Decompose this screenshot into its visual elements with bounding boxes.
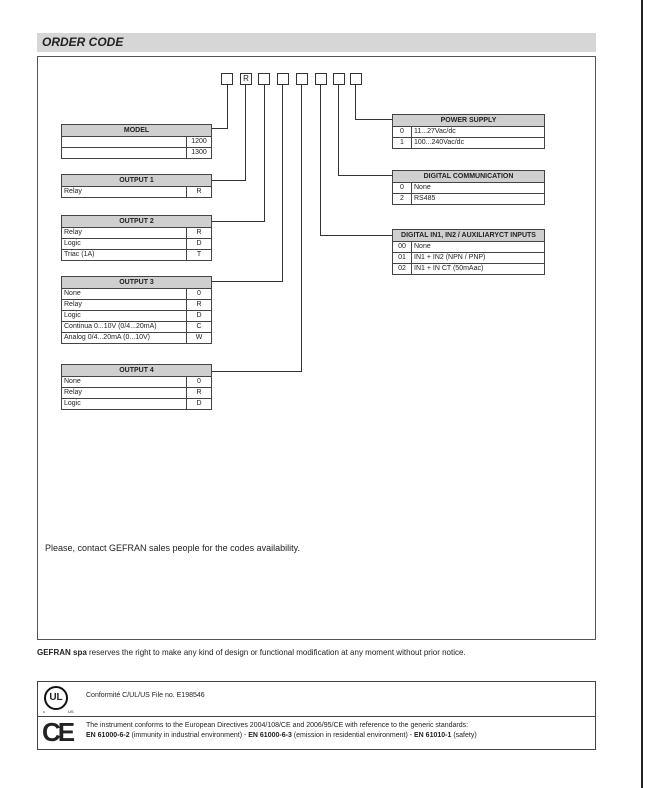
output2-title: OUTPUT 2 xyxy=(61,215,212,228)
certification-box: UL c US Conformité C/UL/US File no. E198… xyxy=(37,681,596,750)
ul-logo-icon: UL xyxy=(44,686,68,710)
ul-row: UL c US Conformité C/UL/US File no. E198… xyxy=(38,682,595,717)
output1-title: OUTPUT 1 xyxy=(61,174,212,187)
digital-inputs-title: DIGITAL IN1, IN2 / AUXILIARYCT INPUTS xyxy=(392,229,545,242)
table-row: Continua 0...10V (0/4...20mA)C xyxy=(61,321,212,333)
wire-output1-v xyxy=(245,85,246,181)
wire-comm-v xyxy=(338,85,339,176)
page-edge-rule xyxy=(641,0,643,788)
digital-inputs-table: DIGITAL IN1, IN2 / AUXILIARYCT INPUTS 00… xyxy=(392,229,545,275)
code-box-output3 xyxy=(277,73,289,85)
table-row: 1300 xyxy=(61,147,212,159)
ce-logo-icon: CE xyxy=(42,717,75,747)
code-box-power-supply xyxy=(350,73,362,85)
contact-note: Please, contact GEFRAN sales people for … xyxy=(45,543,300,553)
wire-output2-v xyxy=(264,85,265,222)
code-box-model xyxy=(221,73,233,85)
modification-notice: GEFRAN spa reserves the right to make an… xyxy=(37,648,466,657)
wire-comm-h xyxy=(338,175,392,176)
ul-file-text: Conformité C/UL/US File no. E198546 xyxy=(86,692,205,699)
wire-power-v xyxy=(355,85,356,120)
wire-output2-h xyxy=(212,221,265,222)
wire-output4-v xyxy=(301,85,302,372)
wire-output3-v xyxy=(282,85,283,282)
ce-standards-text: EN 61000-6-2 (immunity in industrial env… xyxy=(86,732,477,739)
wire-inputs-h xyxy=(320,235,392,236)
ce-directive-text: The instrument conforms to the European … xyxy=(86,722,469,729)
wire-output1-h xyxy=(212,180,246,181)
wire-output4-h xyxy=(212,371,302,372)
wire-model-h xyxy=(212,128,228,129)
order-code-frame xyxy=(37,56,596,640)
power-supply-title: POWER SUPPLY xyxy=(392,114,545,127)
code-box-output1: R xyxy=(240,73,252,85)
model-title: MODEL xyxy=(61,124,212,137)
table-row: 1200 xyxy=(61,136,212,148)
wire-output3-h xyxy=(212,281,283,282)
code-box-output2 xyxy=(258,73,270,85)
wire-model-v xyxy=(227,85,228,129)
notice-text: reserves the right to make any kind of d… xyxy=(86,648,466,657)
wire-power-h xyxy=(355,119,392,120)
table-row: Analog 0/4...20mA (0...10V)W xyxy=(61,332,212,344)
table-row: Triac (1A)T xyxy=(61,249,212,261)
digital-comm-title: DIGITAL COMMUNICATION xyxy=(392,170,545,183)
model-table: MODEL 1200 1300 xyxy=(61,124,212,159)
code-box-digital-inputs xyxy=(315,73,327,85)
ul-c-mark: c xyxy=(43,709,45,714)
company-name: GEFRAN spa xyxy=(37,648,87,657)
output3-title: OUTPUT 3 xyxy=(61,276,212,289)
code-box-output4 xyxy=(296,73,308,85)
section-header: ORDER CODE xyxy=(37,33,596,52)
code-box-digital-comm xyxy=(333,73,345,85)
ul-us-mark: US xyxy=(68,709,74,714)
section-title: ORDER CODE xyxy=(42,35,124,49)
wire-inputs-v xyxy=(320,85,321,236)
output4-title: OUTPUT 4 xyxy=(61,364,212,377)
